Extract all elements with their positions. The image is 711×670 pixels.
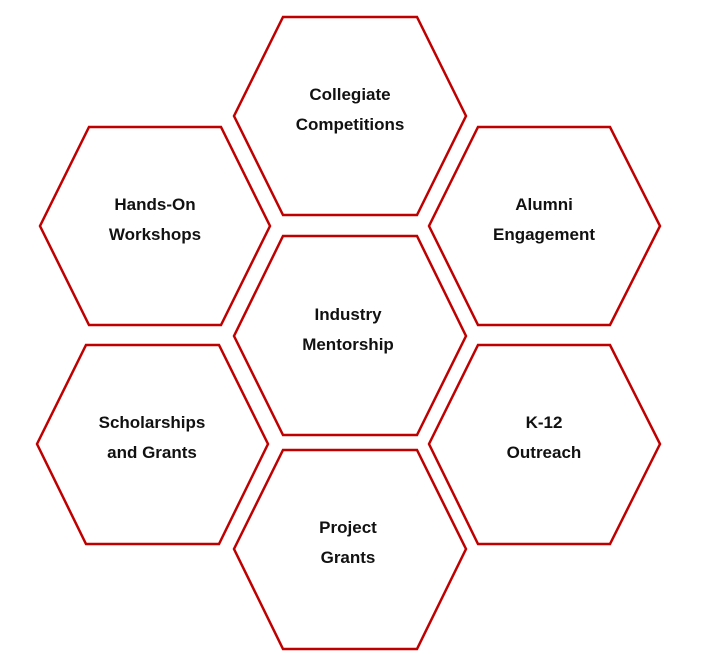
hex-k12-outreach: K-12 Outreach <box>427 343 662 546</box>
hex-project-grants: Project Grants <box>232 448 468 651</box>
hex-label-line-1: Collegiate <box>309 85 390 104</box>
hex-label-line-1: Industry <box>314 305 382 324</box>
hex-label-line-2: Grants <box>321 548 376 567</box>
hex-hands-on-workshops: Hands-On Workshops <box>38 125 272 327</box>
hex-shape <box>427 343 662 546</box>
hex-label-line-1: Hands-On <box>114 195 195 214</box>
hex-shape <box>232 448 468 651</box>
hex-shape <box>427 125 662 327</box>
hex-label-line-2: Outreach <box>507 443 582 462</box>
hex-label-line-2: Mentorship <box>302 335 394 354</box>
hex-label-line-2: Competitions <box>296 115 405 134</box>
hex-shape <box>35 343 270 546</box>
hex-scholarships-and-grants: Scholarships and Grants <box>35 343 270 546</box>
hex-label-line-1: Alumni <box>515 195 573 214</box>
hex-label-line-2: Workshops <box>109 225 201 244</box>
hex-label-line-1: K-12 <box>526 413 563 432</box>
hex-collegiate-competitions: Collegiate Competitions <box>232 15 468 217</box>
hex-shape <box>232 234 468 437</box>
hex-label-line-1: Scholarships <box>99 413 206 432</box>
hex-label-line-2: and Grants <box>107 443 197 462</box>
hex-alumni-engagement: Alumni Engagement <box>427 125 662 327</box>
hex-label-line-1: Project <box>319 518 377 537</box>
hex-industry-mentorship: Industry Mentorship <box>232 234 468 437</box>
hex-shape <box>232 15 468 217</box>
hex-label-line-2: Engagement <box>493 225 595 244</box>
hex-shape <box>38 125 272 327</box>
